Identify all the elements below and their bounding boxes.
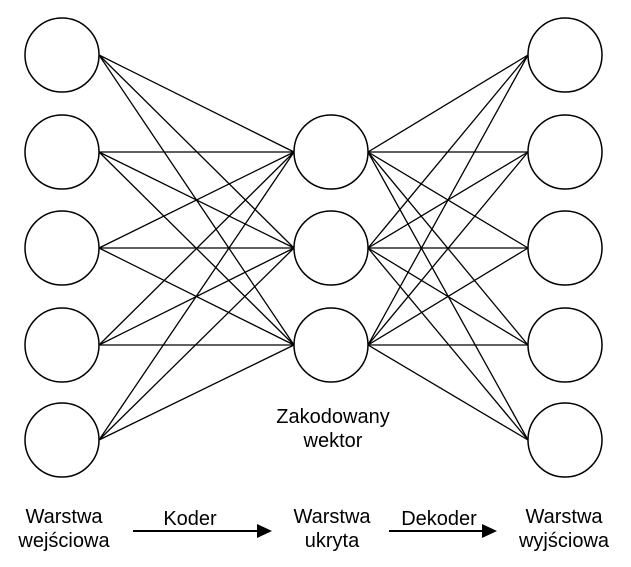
connection-hidden-1-to-output-4 <box>367 247 529 441</box>
connection-hidden-2-to-output-4 <box>367 344 529 441</box>
output-layer-label: Warstwa wyjściowa <box>500 505 628 553</box>
output-neuron-4 <box>527 307 603 383</box>
input-layer-label: Warstwa wejściowa <box>0 505 128 553</box>
decoder-arrow-label: Dekoder <box>401 508 477 530</box>
latent-vector-label: Zakodowany wektor <box>258 405 408 453</box>
output-neuron-3 <box>527 210 603 286</box>
connection-input-4-to-hidden-2 <box>98 344 295 441</box>
connection-hidden-2-to-output-1 <box>367 151 529 346</box>
input-neuron-2 <box>24 114 100 190</box>
input-neuron-5 <box>24 402 100 478</box>
output-neuron-5 <box>527 402 603 478</box>
connection-hidden-1-to-output-0 <box>367 54 529 249</box>
latent-label-line2: wektor <box>303 430 363 452</box>
output-neuron-2 <box>527 114 603 190</box>
output-label-line1: Warstwa <box>525 506 603 528</box>
output-neuron-1 <box>527 17 603 93</box>
connection-hidden-2-to-output-2 <box>367 247 529 346</box>
neurons <box>24 17 603 478</box>
input-neuron-1 <box>24 17 100 93</box>
hidden-neuron-1 <box>293 114 369 190</box>
connection-input-2-to-hidden-0 <box>98 151 295 249</box>
input-neuron-3 <box>24 210 100 286</box>
connections <box>98 54 529 441</box>
hidden-label-line1: Warstwa <box>293 506 371 528</box>
latent-label-line1: Zakodowany <box>276 406 390 428</box>
hidden-neuron-2 <box>293 210 369 286</box>
encoder-arrow-label: Koder <box>163 508 217 530</box>
input-label-line2: wejściowa <box>18 530 110 552</box>
connection-hidden-2-to-output-0 <box>367 54 529 346</box>
decoder-arrow-head <box>482 524 497 538</box>
hidden-label-line2: ukryta <box>304 530 360 552</box>
connection-input-0-to-hidden-0 <box>98 54 295 153</box>
connection-input-4-to-hidden-1 <box>98 247 295 441</box>
encoder-arrow-head <box>257 524 272 538</box>
flow-arrows <box>133 524 497 538</box>
connection-input-3-to-hidden-0 <box>98 151 295 346</box>
input-neuron-4 <box>24 307 100 383</box>
hidden-layer-label: Warstwa ukryta <box>272 505 392 553</box>
input-label-line1: Warstwa <box>25 506 103 528</box>
output-label-line2: wyjściowa <box>518 530 610 552</box>
connection-hidden-0-to-output-0 <box>367 54 529 153</box>
hidden-neuron-3 <box>293 307 369 383</box>
connection-input-4-to-hidden-0 <box>98 151 295 441</box>
